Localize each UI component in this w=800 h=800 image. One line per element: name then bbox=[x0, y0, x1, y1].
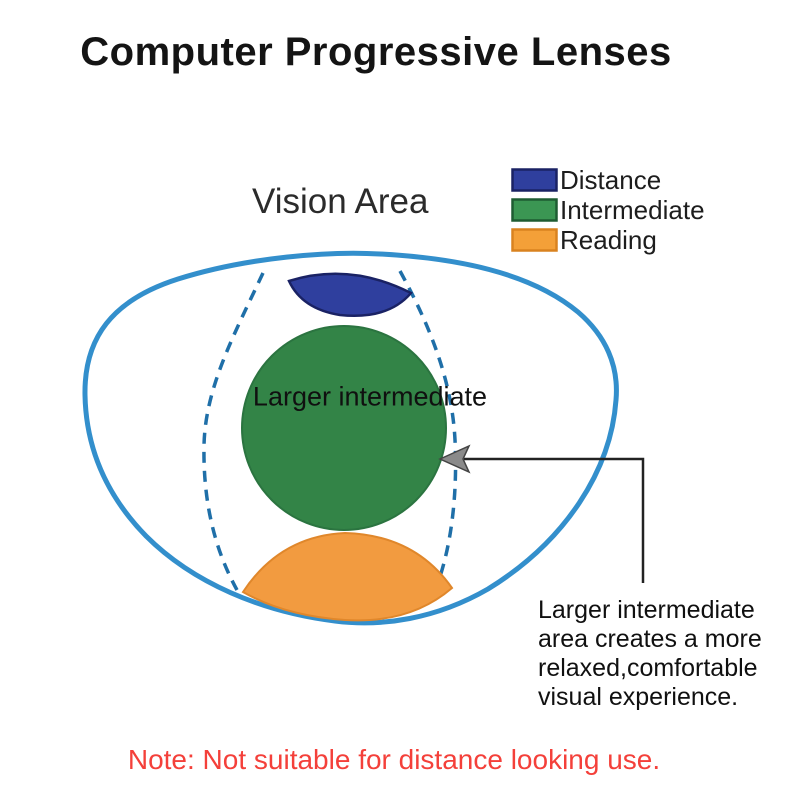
callout-text: Larger intermediate area creates a more … bbox=[538, 596, 762, 712]
legend-label-distance: Distance bbox=[560, 165, 662, 195]
callout-line: relaxed,comfortable bbox=[538, 654, 758, 682]
distance-swatch-icon bbox=[511, 168, 558, 192]
intermediate-zone-label: Larger intermediate bbox=[252, 381, 488, 412]
legend-label-reading: Reading bbox=[560, 225, 657, 255]
callout-line: area creates a more bbox=[538, 625, 762, 653]
reading-swatch-icon bbox=[511, 228, 558, 252]
legend-label-intermediate: Intermediate bbox=[560, 195, 705, 225]
distance-zone bbox=[287, 272, 413, 317]
callout-line: Larger intermediate bbox=[538, 596, 755, 624]
reading-zone bbox=[241, 531, 454, 622]
legend-item-distance: Distance bbox=[511, 165, 705, 195]
bottom-note: Note: Not suitable for distance looking … bbox=[127, 744, 661, 775]
intermediate-zone bbox=[241, 325, 447, 531]
callout-arrow-line bbox=[464, 457, 645, 583]
legend-item-intermediate: Intermediate bbox=[511, 195, 705, 225]
legend: Distance Intermediate Reading bbox=[511, 165, 705, 258]
corridor-right-dashed-line bbox=[398, 270, 458, 589]
diagram-heading: Vision Area bbox=[252, 182, 429, 221]
page-title: Computer Progressive Lenses bbox=[80, 30, 672, 74]
callout-arrowhead-icon bbox=[438, 444, 471, 474]
corridor-left-dashed-line bbox=[202, 272, 265, 591]
intermediate-swatch-icon bbox=[511, 198, 558, 222]
legend-item-reading: Reading bbox=[511, 225, 705, 255]
callout-line: visual experience. bbox=[538, 683, 739, 711]
